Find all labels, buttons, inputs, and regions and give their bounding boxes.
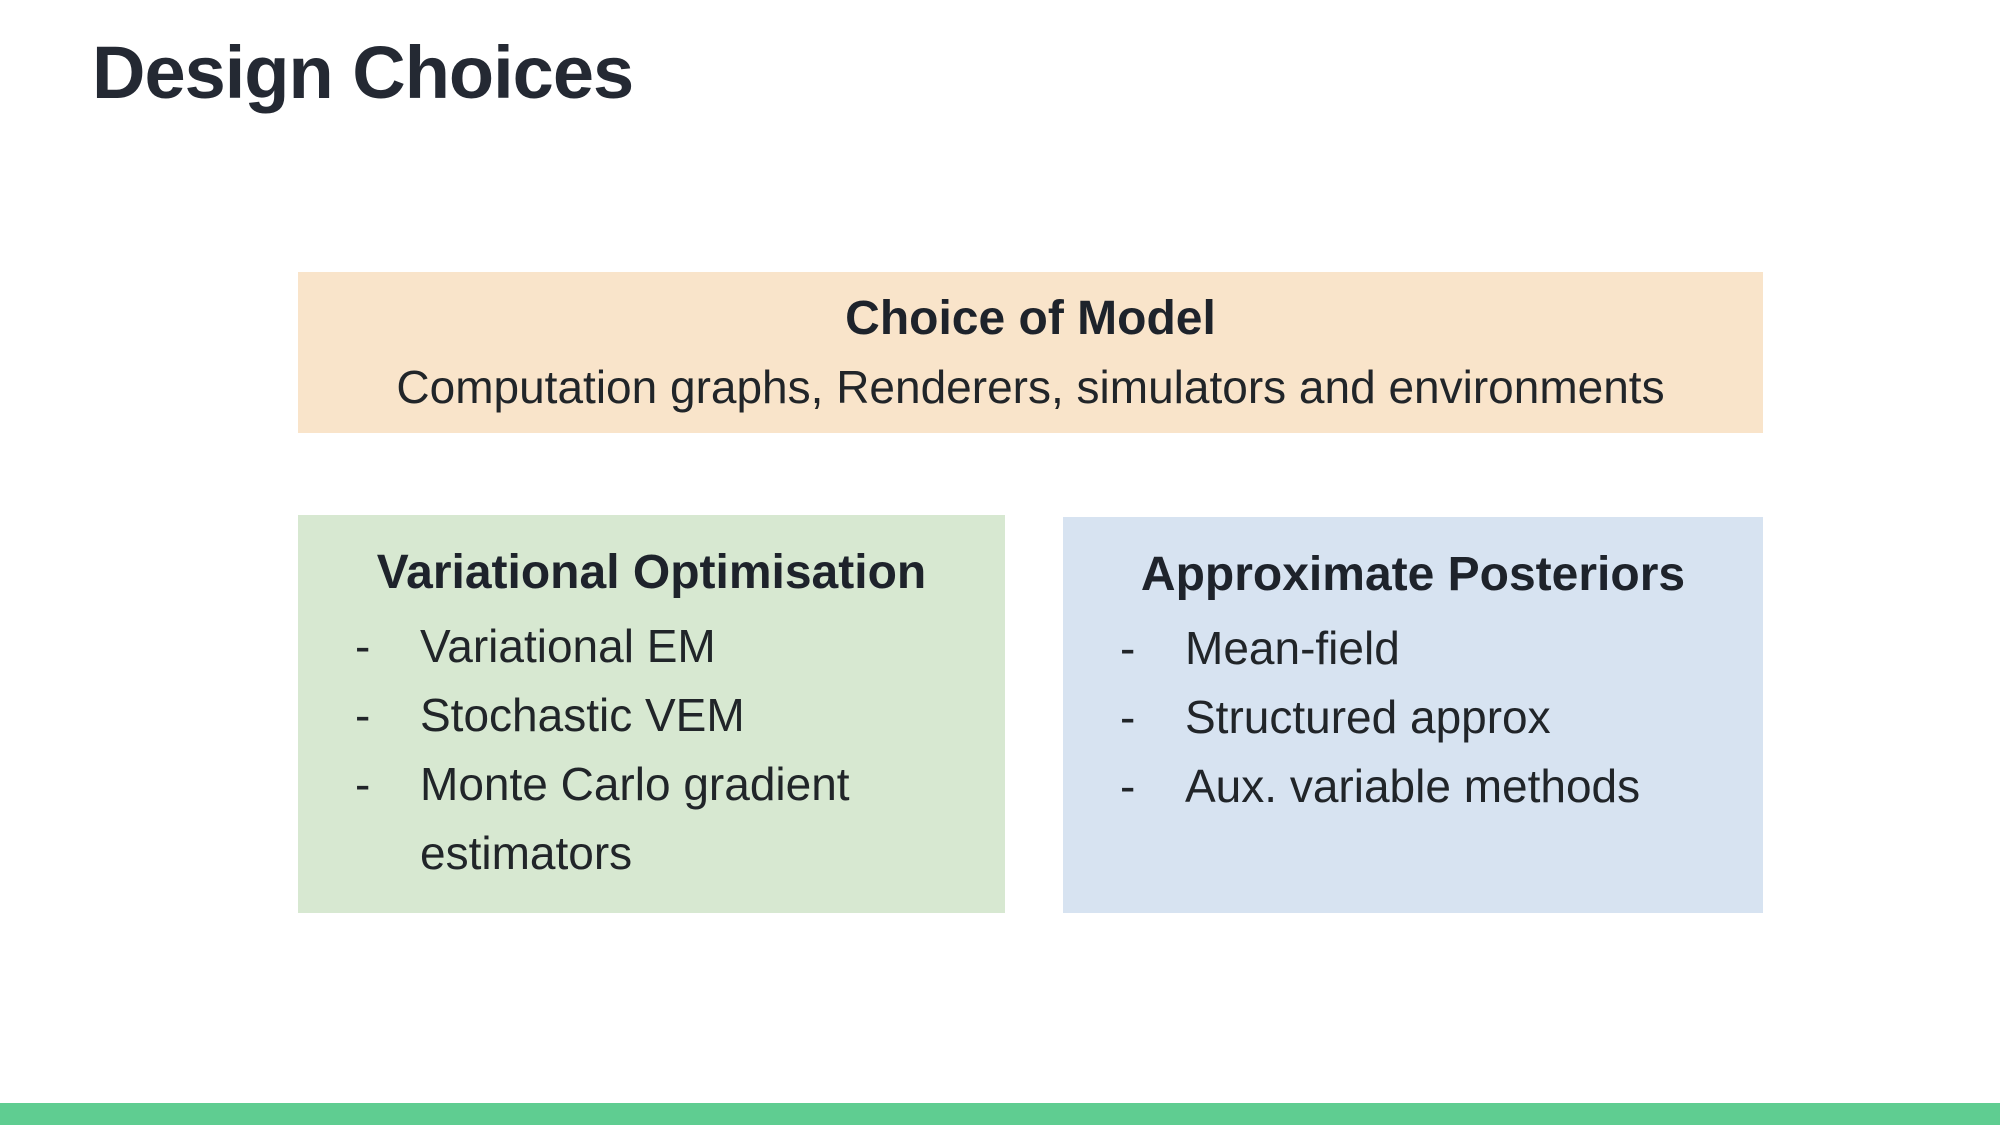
choice-of-model-title: Choice of Model: [845, 291, 1216, 345]
variational-optimisation-title: Variational Optimisation: [376, 546, 927, 599]
variational-bullet-list: - Variational EM - Stochastic VEM - Mont…: [328, 612, 975, 888]
page-title: Design Choices: [92, 31, 634, 114]
posteriors-bullet-list: - Mean-field - Structured approx - Aux. …: [1093, 614, 1733, 821]
list-item: - Monte Carlo gradient estimators: [355, 750, 975, 888]
list-item-label: Structured approx: [1185, 691, 1551, 744]
list-item-label: Mean-field: [1185, 622, 1400, 675]
list-item: - Stochastic VEM: [355, 681, 975, 750]
bullet-dash: -: [1120, 622, 1136, 675]
choice-of-model-box: Choice of Model Computation graphs, Rend…: [298, 272, 1763, 433]
bullet-dash: -: [1120, 691, 1136, 744]
list-item-label: Monte Carlo gradient estimators: [420, 758, 850, 880]
list-item: - Structured approx: [1120, 683, 1733, 752]
bullet-dash: -: [355, 758, 371, 811]
approximate-posteriors-box: Approximate Posteriors - Mean-field - St…: [1063, 517, 1763, 913]
footer-accent-bar: [0, 1103, 2000, 1125]
list-item-label: Stochastic VEM: [420, 689, 745, 742]
list-item-label: Aux. variable methods: [1185, 760, 1641, 813]
variational-optimisation-box: Variational Optimisation - Variational E…: [298, 515, 1005, 913]
bullet-dash: -: [355, 689, 371, 742]
list-item-label: Variational EM: [420, 620, 716, 673]
list-item: - Mean-field: [1120, 614, 1733, 683]
list-item: - Variational EM: [355, 612, 975, 681]
list-item: - Aux. variable methods: [1120, 752, 1733, 821]
approximate-posteriors-title: Approximate Posteriors: [1140, 548, 1686, 601]
bullet-dash: -: [355, 620, 371, 673]
choice-of-model-subtitle: Computation graphs, Renderers, simulator…: [396, 360, 1665, 413]
bullet-dash: -: [1120, 760, 1136, 813]
